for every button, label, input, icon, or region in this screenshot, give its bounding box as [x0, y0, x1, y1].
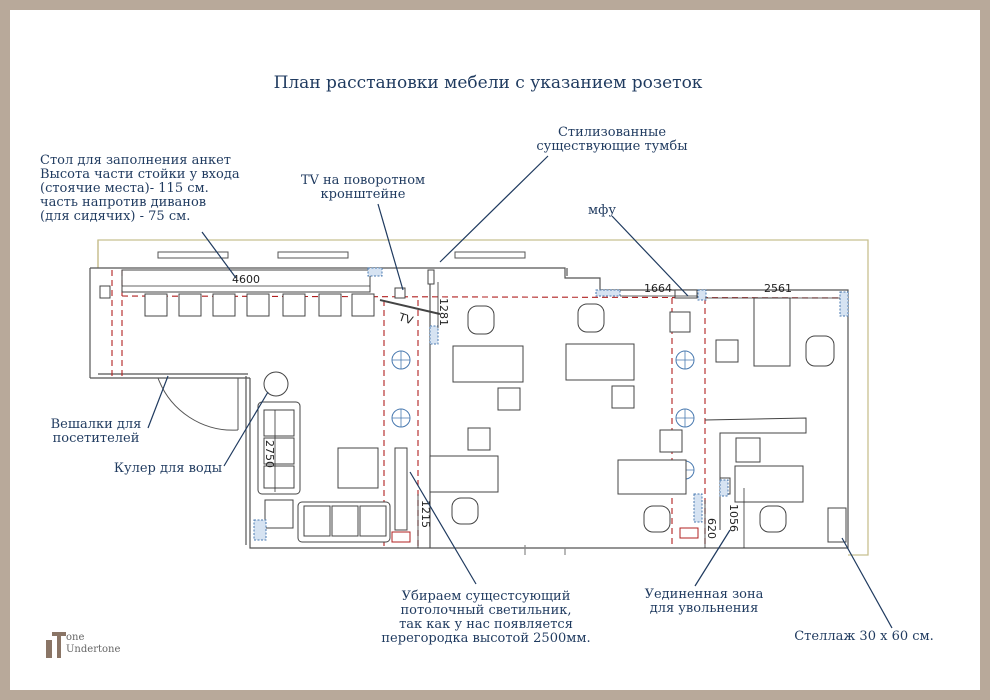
tv-screen [379, 299, 441, 315]
dim-1664: 1664 [644, 282, 672, 295]
annotation-light: Убираем сущестсующий потолочный светильн… [381, 589, 590, 646]
dim-1215: 1215 [419, 500, 432, 528]
tv-mount [394, 287, 406, 299]
dim-2561: 2561 [764, 282, 792, 295]
office-chairs [451, 303, 835, 533]
dim-4600: 4600 [232, 273, 260, 286]
sofa-left [257, 401, 301, 495]
annot-cooler: Кулер для воды [114, 461, 222, 476]
annot-tv-2: кронштейне [321, 187, 406, 202]
annot-shelf: Стеллаж 30 х 60 см. [794, 629, 934, 644]
building-outline [97, 239, 869, 556]
annot-table-4: часть напротив диванов [40, 195, 206, 210]
dimension-lines [122, 282, 840, 548]
annotation-zone: Уединенная зона для увольнения [645, 587, 764, 616]
tone-undertone-logo: one Undertone [46, 632, 120, 658]
plan-title: План расстановки мебели с указанием розе… [274, 73, 703, 93]
reception-counter [121, 269, 371, 293]
annotation-hangers: Вешалки для посетителей [51, 417, 142, 446]
annot-cab-1: Стилизованные [558, 125, 666, 140]
annot-hang-2: посетителей [53, 431, 140, 446]
logo-line1: one [66, 632, 84, 643]
partition-panel [394, 447, 408, 531]
annotation-table: Стол для заполнения анкет Высота части с… [40, 153, 240, 224]
tv-label: TV [396, 310, 415, 327]
office-furniture [429, 289, 791, 495]
partition-base [391, 531, 411, 543]
sofa-bottom [297, 501, 391, 543]
dim-1281: 1281 [437, 298, 450, 326]
door-swing [157, 377, 239, 431]
annot-table-5: (для сидячих) - 75 см. [40, 209, 190, 224]
armchair-small [264, 499, 294, 529]
dim-620: 620 [705, 518, 718, 539]
annot-zone-2: для увольнения [650, 601, 759, 616]
private-zone [679, 417, 847, 543]
annot-light-4: перегородка высотой 2500мм. [381, 631, 590, 646]
dim-2750: 2750 [263, 440, 276, 468]
annot-light-3: так как у нас появляется [399, 617, 573, 632]
windows [157, 251, 526, 259]
annotation-cabinets: Стилизованные существующие тумбы [536, 125, 687, 154]
annot-tv-1: TV на поворотном [301, 173, 425, 188]
leader-lines [147, 155, 893, 629]
annot-light-2: потолочный светильник, [400, 603, 571, 618]
annot-light-1: Убираем сущестсующий [402, 589, 571, 604]
cabinet-top [427, 269, 435, 285]
annot-table-1: Стол для заполнения анкет [40, 153, 231, 168]
water-cooler [263, 371, 289, 397]
coffee-table [337, 447, 379, 489]
annotation-tv: TV на поворотном кронштейне [301, 173, 425, 202]
hanger-rack [99, 285, 111, 299]
bar-stools [144, 293, 375, 317]
dim-1056: 1056 [727, 504, 740, 532]
annot-mfu: мфу [588, 203, 616, 218]
annot-zone-1: Уединенная зона [645, 587, 764, 602]
logo-line2: Undertone [66, 644, 120, 655]
annot-cab-2: существующие тумбы [536, 139, 687, 154]
annot-table-2: Высота части стойки у входа [40, 167, 240, 182]
sockets [253, 267, 849, 541]
annot-hang-1: Вешалки для [51, 417, 142, 432]
annot-table-3: (стоячие места)- 115 см. [40, 181, 209, 196]
